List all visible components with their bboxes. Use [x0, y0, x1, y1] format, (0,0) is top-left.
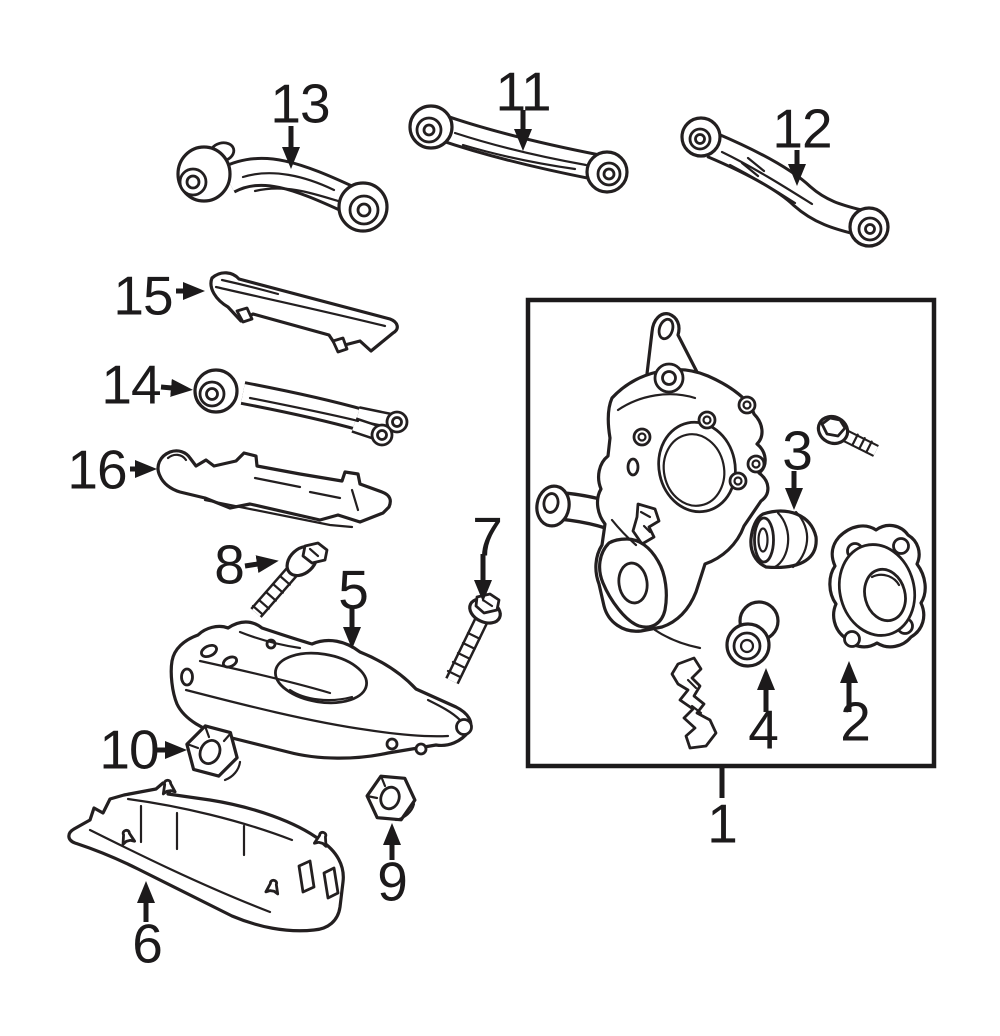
callout-label-14: 14	[101, 353, 161, 416]
part-7-bolt	[445, 592, 502, 685]
callout-label-7: 7	[472, 505, 503, 568]
callout-label-9: 9	[377, 850, 408, 913]
part-9-nut	[365, 774, 417, 822]
callout-label-1: 1	[707, 792, 738, 855]
part-1-knuckle-assembly	[535, 312, 770, 750]
callout-label-4: 4	[748, 698, 779, 761]
callout-label-11: 11	[495, 60, 551, 123]
callout-label-13: 13	[270, 72, 330, 135]
arrow-8	[244, 555, 279, 574]
part-12-control-arm	[680, 116, 890, 248]
callout-label-6: 6	[132, 912, 163, 975]
arrow-14	[160, 378, 193, 397]
callout-label-16: 16	[67, 438, 127, 501]
callout-label-15: 15	[113, 264, 173, 327]
knuckle-bolt	[816, 414, 879, 457]
part-5-lower-control-arm	[169, 620, 473, 760]
part-13-control-arm	[176, 141, 389, 233]
part-15-cover	[209, 271, 399, 354]
part-6-shield	[67, 778, 345, 933]
part-3-bushing	[749, 509, 818, 570]
part-8-bolt	[250, 541, 329, 618]
callout-label-10: 10	[99, 718, 159, 781]
callout-label-2: 2	[840, 690, 871, 753]
callout-label-8: 8	[214, 533, 245, 596]
callout-label-3: 3	[782, 419, 813, 482]
part-14-strut-arm	[193, 368, 409, 447]
part-2-wheel-bearing	[828, 523, 927, 649]
callout-label-12: 12	[772, 97, 832, 160]
part-10-nut	[185, 724, 242, 782]
callout-arrows	[130, 110, 858, 922]
part-16-brace	[156, 449, 392, 529]
callout-label-5: 5	[338, 558, 369, 621]
part-4-bushing	[725, 600, 780, 668]
